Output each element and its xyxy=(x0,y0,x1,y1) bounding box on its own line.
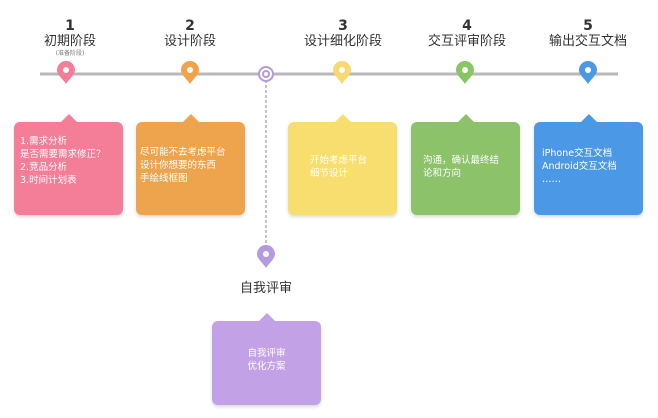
stage-4-number: 4 xyxy=(462,18,472,34)
box-text-line: 1.需求分析 xyxy=(20,136,68,147)
box-text-line: Android交互文档 xyxy=(542,161,617,172)
stage-5-title: 输出交互文档 xyxy=(548,34,627,49)
stage-2-number: 2 xyxy=(185,18,195,34)
stage-4-label: 4 交互评审阶段 xyxy=(422,18,512,50)
stage-3-box: 开始考虑平台 细节设计 xyxy=(288,114,397,215)
box-text-line: 自我评审 xyxy=(247,348,286,359)
stage-2-title: 设计阶段 xyxy=(163,34,216,49)
stage-3-label: 3 设计细化阶段 xyxy=(298,18,388,50)
stage-3-pin-icon xyxy=(333,61,351,84)
stage-4-pin-icon xyxy=(456,61,474,84)
stage-1-label: 1 初期阶段 (准备阶段) xyxy=(42,18,98,58)
box-text-line: iPhone交互文档 xyxy=(542,148,613,159)
review-label: 自我评审 xyxy=(239,281,292,296)
stage-3-number: 3 xyxy=(338,18,348,34)
box-text-line: 是否需要需求修正？ xyxy=(20,149,106,160)
stage-4-box: 沟通，确认最终结 论和方向 xyxy=(411,114,520,215)
review-pin-icon xyxy=(257,245,275,268)
box-text-line: 沟通，确认最终结 xyxy=(423,155,500,166)
box-text-line: 3.时间计划表 xyxy=(20,175,77,186)
stage-1-title: 初期阶段 xyxy=(43,34,96,49)
stage-5-pin-icon xyxy=(579,61,597,84)
review-box: 自我评审 优化方案 xyxy=(212,313,321,405)
stage-2-label: 2 设计阶段 xyxy=(160,18,220,50)
box-text-line: 尽可能不去考虑平台 xyxy=(140,147,226,158)
stage-3-title: 设计细化阶段 xyxy=(303,34,382,49)
stage-1-pin-icon xyxy=(56,60,76,84)
ring-marker-center xyxy=(262,70,270,78)
stage-5-number: 5 xyxy=(583,18,593,34)
box-text-line: 论和方向 xyxy=(423,168,462,179)
box-text-line: 设计你想要的东西 xyxy=(140,160,217,171)
stage-1-note: (准备阶段) xyxy=(55,50,85,57)
stage-1-box: 1.需求分析 是否需要需求修正？ 2.竞品分析 3.时间计划表 xyxy=(14,114,123,215)
stage-1-number: 1 xyxy=(65,18,75,34)
stage-5-label: 5 输出交互文档 xyxy=(542,18,634,50)
box-text-line: …… xyxy=(542,174,561,185)
box-text-line: 2.竞品分析 xyxy=(20,162,68,173)
stage-4-title: 交互评审阶段 xyxy=(427,34,506,49)
stage-5-box: iPhone交互文档 Android交互文档 …… xyxy=(534,114,643,215)
box-text-line: 开始考虑平台 xyxy=(310,155,368,166)
stage-2-box: 尽可能不去考虑平台 设计你想要的东西 手绘线框图 xyxy=(136,114,245,215)
box-text-line: 细节设计 xyxy=(310,168,349,179)
box-text-line: 优化方案 xyxy=(247,361,286,372)
stage-2-pin-icon xyxy=(181,61,199,84)
box-text-line: 手绘线框图 xyxy=(140,173,188,184)
